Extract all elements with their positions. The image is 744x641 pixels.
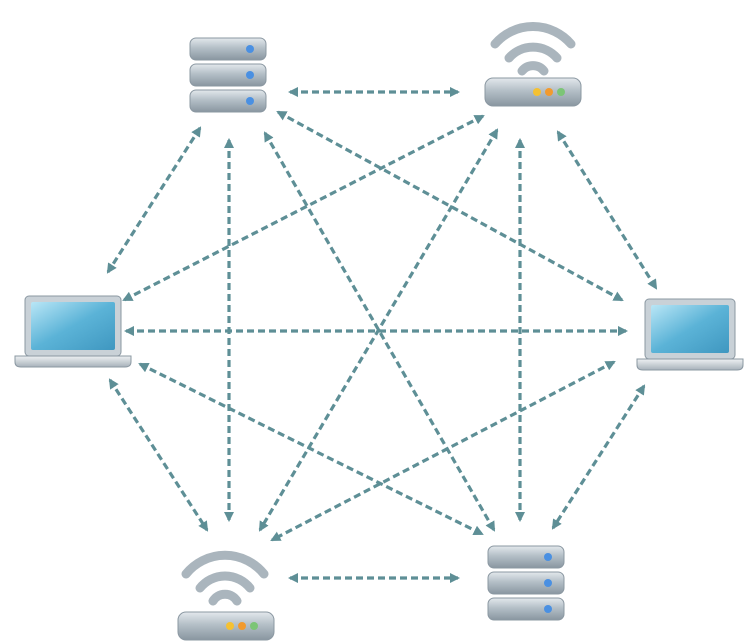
server-icon[interactable]	[487, 545, 565, 621]
status-led-icon	[250, 622, 258, 630]
connection-arrow-laptop-right-server-bottom-right	[551, 384, 646, 530]
connections-layer	[106, 86, 658, 584]
status-led-icon	[533, 88, 541, 96]
connection-arrow-laptop-left-server-bottom-right	[138, 362, 484, 536]
status-led-icon	[544, 553, 552, 561]
status-led-icon	[544, 579, 552, 587]
status-led-icon	[246, 71, 254, 79]
status-led-icon	[238, 622, 246, 630]
laptop-icon[interactable]	[636, 298, 744, 371]
connection-arrow-router-top-right-laptop-left	[122, 114, 485, 302]
connection-arrow-server-top-left-laptop-right	[276, 110, 624, 302]
wifi-signal-icon	[181, 550, 269, 606]
laptop-icon[interactable]	[14, 295, 132, 368]
status-led-icon	[246, 97, 254, 105]
connection-arrow-laptop-right-router-bottom-left	[270, 360, 616, 542]
connection-arrow-server-top-left-laptop-left	[106, 126, 202, 274]
wifi-router-icon[interactable]	[484, 22, 582, 107]
server-icon[interactable]	[189, 37, 267, 113]
wifi-signal-icon	[490, 22, 576, 76]
connection-arrow-laptop-left-router-bottom-left	[108, 378, 209, 532]
laptop-screen	[651, 305, 729, 353]
status-led-icon	[544, 605, 552, 613]
wifi-router-icon[interactable]	[177, 550, 275, 641]
connection-arrow-router-top-right-laptop-right	[556, 130, 658, 290]
status-led-icon	[246, 45, 254, 53]
status-led-icon	[545, 88, 553, 96]
laptop-screen	[31, 302, 115, 350]
status-led-icon	[226, 622, 234, 630]
status-led-icon	[557, 88, 565, 96]
